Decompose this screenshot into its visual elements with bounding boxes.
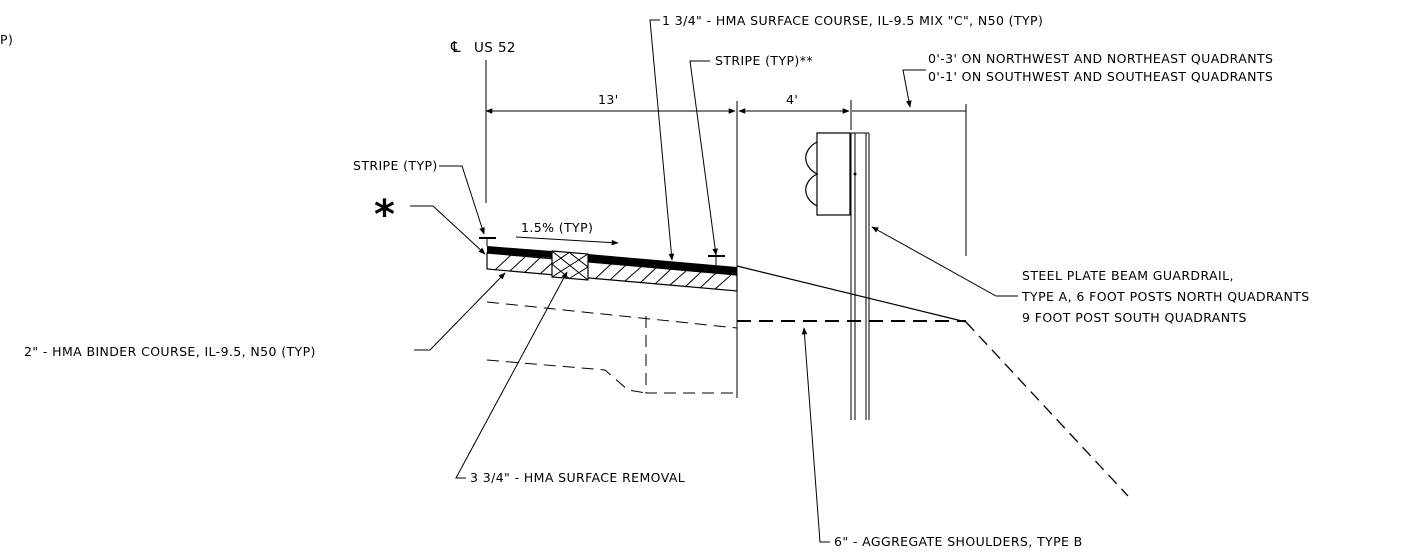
fill-slope-line	[965, 321, 1129, 497]
edge-fragment-text: P)	[0, 32, 13, 47]
surface-course-label: 1 3/4" - HMA SURFACE COURSE, IL-9.5 MIX …	[662, 13, 1043, 28]
guardrail-assembly	[805, 132, 870, 420]
centerline-route-label: US 52	[474, 40, 516, 56]
offset-north-label: 0'-3' ON NORTHWEST AND NORTHEAST QUADRAN…	[928, 51, 1273, 66]
existing-profile-dashed	[486, 301, 966, 394]
dimension-shoulder-width: 4'	[786, 92, 798, 107]
dimension-lines	[485, 69, 967, 398]
offset-south-label: 0'-1' ON SOUTHWEST AND SOUTHEAST QUADRAN…	[928, 69, 1273, 84]
asterisk-note-mark: *	[374, 192, 395, 238]
surface-removal-zone	[551, 250, 589, 281]
guardrail-label-line-2: TYPE A, 6 FOOT POSTS NORTH QUADRANTS	[1021, 289, 1310, 304]
centerline-symbol: ℄	[450, 38, 461, 56]
binder-course-label: 2" - HMA BINDER COURSE, IL-9.5, N50 (TYP…	[24, 344, 316, 359]
binder-course-layer	[486, 252, 738, 292]
aggregate-shoulders-label: 6" - AGGREGATE SHOULDERS, TYPE B	[834, 534, 1083, 549]
guardrail-label-line-1: STEEL PLATE BEAM GUARDRAIL,	[1022, 268, 1234, 283]
callout-leaders	[410, 19, 1018, 543]
guardrail-label-line-3: 9 FOOT POST SOUTH QUADRANTS	[1022, 310, 1247, 325]
cross-slope-label: 1.5% (TYP)	[521, 220, 593, 235]
stripe-left-label: STRIPE (TYP)	[353, 158, 438, 173]
dimension-lane-width: 13'	[598, 92, 619, 107]
stripe-right-label: STRIPE (TYP)**	[715, 53, 813, 68]
cross-slope-arrow	[515, 236, 619, 246]
surface-course-layer	[487, 246, 552, 258]
surface-removal-label: 3 3/4" - HMA SURFACE REMOVAL	[470, 470, 685, 485]
surface-course-layer-right	[588, 254, 737, 275]
